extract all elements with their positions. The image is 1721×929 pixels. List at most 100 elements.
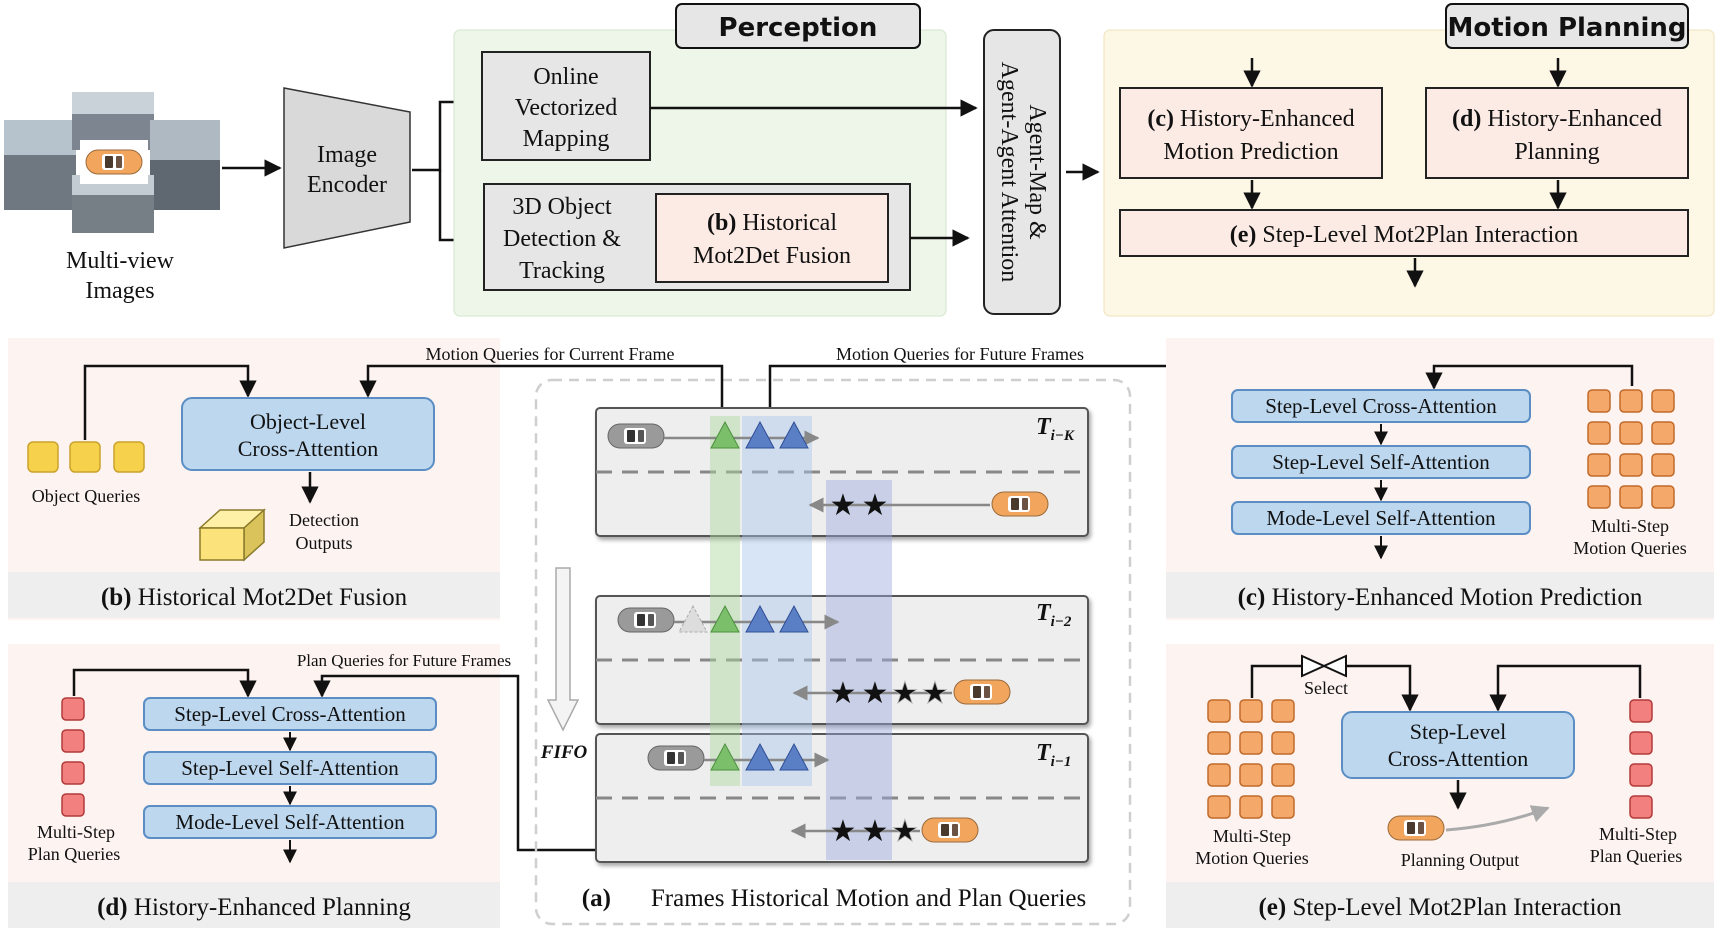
plan-queries-future-label: Plan Queries for Future Frames [297,651,511,670]
fusion-label-1: (b) Historical [707,210,837,236]
input-label-1: Multi-view [66,248,175,274]
motion-queries-e-label-1: Multi-Step [1213,826,1291,846]
panel-c-caption: (c) History-Enhanced Motion Prediction [1238,584,1643,611]
plan-frames-column [826,480,892,860]
panel-e-caption: (e) Step-Level Mot2Plan Interaction [1258,894,1622,921]
panel-a-caption: (a)Frames Historical Motion and Plan Que… [582,885,1087,912]
current-frame-column [710,416,740,786]
fifo-arrow [546,567,580,732]
perception-title-box [675,3,921,49]
frame-1-label: Ti−K [1036,414,1075,444]
mapping-label-2: Vectorized [515,95,618,121]
object-queries [27,441,145,473]
e-cross-attention [1341,711,1575,779]
encoder-label-2: Encoder [307,172,387,198]
fusion-label-2: Mot2Det Fusion [693,243,851,269]
c-step-self-label: Step-Level Self-Attention [1272,450,1490,474]
panel-d-caption-bar [8,882,500,928]
svg-text:★: ★ [830,488,857,523]
frame-3-label: Ti−1 [1036,740,1071,770]
object-queries-label: Object Queries [32,486,140,506]
motion-queries-e [1207,699,1295,819]
multi-view-images [4,92,220,233]
panel-b-caption: (b) Historical Mot2Det Fusion [101,584,408,611]
d-mode-self [143,805,437,839]
panel-b-caption-bar [8,572,500,618]
d-step-self-label: Step-Level Self-Attention [181,756,399,780]
e-cross-label-1: Step-Level [1410,719,1507,744]
mapping-label-1: Online [533,64,598,90]
current-queries-line [359,364,724,412]
d-step-cross [143,697,437,731]
svg-text:★: ★ [862,488,889,523]
detection-outputs-label-2: Outputs [295,533,352,553]
e-box [1119,209,1689,257]
svg-text:★: ★ [862,676,889,711]
detection-label-2: Detection & [503,226,621,252]
svg-text:★: ★ [892,676,919,711]
detection-outputs-label-1: Detection [289,510,359,530]
c-label-1: (c) History-Enhanced [1147,106,1354,132]
motion-queries-c-label-2: Motion Queries [1573,538,1686,558]
plan-queries-d [61,697,85,817]
plan-queries-e-label-2: Plan Queries [1590,846,1682,866]
object-cross-attention [181,397,435,471]
panel-e-caption-bar [1166,882,1714,928]
planning-title-box [1445,3,1689,49]
svg-text:★: ★ [862,814,889,849]
d-step-cross-label: Step-Level Cross-Attention [174,702,406,726]
c-step-cross [1231,389,1531,423]
plan-queries-e [1629,699,1653,819]
object-cross-label-1: Object-Level [250,409,366,434]
svg-text:★: ★ [922,676,949,711]
motion-queries-c-label-1: Multi-Step [1591,516,1669,536]
image-encoder [283,87,411,249]
svg-text:★: ★ [830,814,857,849]
fifo-label: FIFO [540,742,588,763]
svg-text:★: ★ [892,814,919,849]
plan-queries-e-label-1: Multi-Step [1599,824,1677,844]
select-label: Select [1304,678,1348,698]
d-step-self [143,751,437,785]
detection-label-1: 3D Object [512,194,612,220]
attention-box [983,29,1061,315]
c-mode-self-label: Mode-Level Self-Attention [1266,506,1496,530]
planning-output-label: Planning Output [1401,850,1520,870]
detection-outputs-icon [198,508,266,562]
c-box [1119,87,1383,179]
planning-output-car [1387,815,1445,841]
frame-2-label: Ti−2 [1036,600,1072,630]
panel-c-caption-bar [1166,572,1714,618]
detection-label-3: Tracking [519,258,605,284]
current-queries-label: Motion Queries for Current Frame [426,344,675,364]
c-label-2: Motion Prediction [1163,139,1338,165]
d-box [1425,87,1689,179]
attention-label-1: Agent-Map & [1024,104,1050,240]
future-frames-column [742,416,812,786]
motion-queries-c [1587,389,1675,509]
perception-title: Perception [719,13,878,43]
c-step-self [1231,445,1531,479]
d-mode-self-label: Mode-Level Self-Attention [175,810,405,834]
plan-queries-d-label-2: Plan Queries [28,844,120,864]
e-cross-label-2: Cross-Attention [1388,746,1529,771]
svg-text:★: ★ [830,676,857,711]
attention-label-2: Agent-Agent Attention [996,62,1022,283]
d-label-1: (d) History-Enhanced [1452,106,1662,132]
motion-queries-e-label-2: Motion Queries [1195,848,1308,868]
e-label: (e) Step-Level Mot2Plan Interaction [1230,222,1579,248]
c-mode-self [1231,501,1531,535]
plan-queries-d-label-1: Multi-Step [37,822,115,842]
object-cross-label-2: Cross-Attention [238,436,379,461]
arrow-queries-cross [83,364,257,440]
current-triangle [710,420,740,449]
agent-car [991,491,1049,517]
planning-output-trajectory [1445,805,1550,832]
ego-car-grey [607,423,665,449]
panel-d-caption: (d) History-Enhanced Planning [97,894,411,921]
input-label-2: Images [85,278,154,304]
planning-title: Motion Planning [1447,13,1686,43]
d-label-2: Planning [1514,139,1599,165]
mapping-label-3: Mapping [523,126,610,152]
